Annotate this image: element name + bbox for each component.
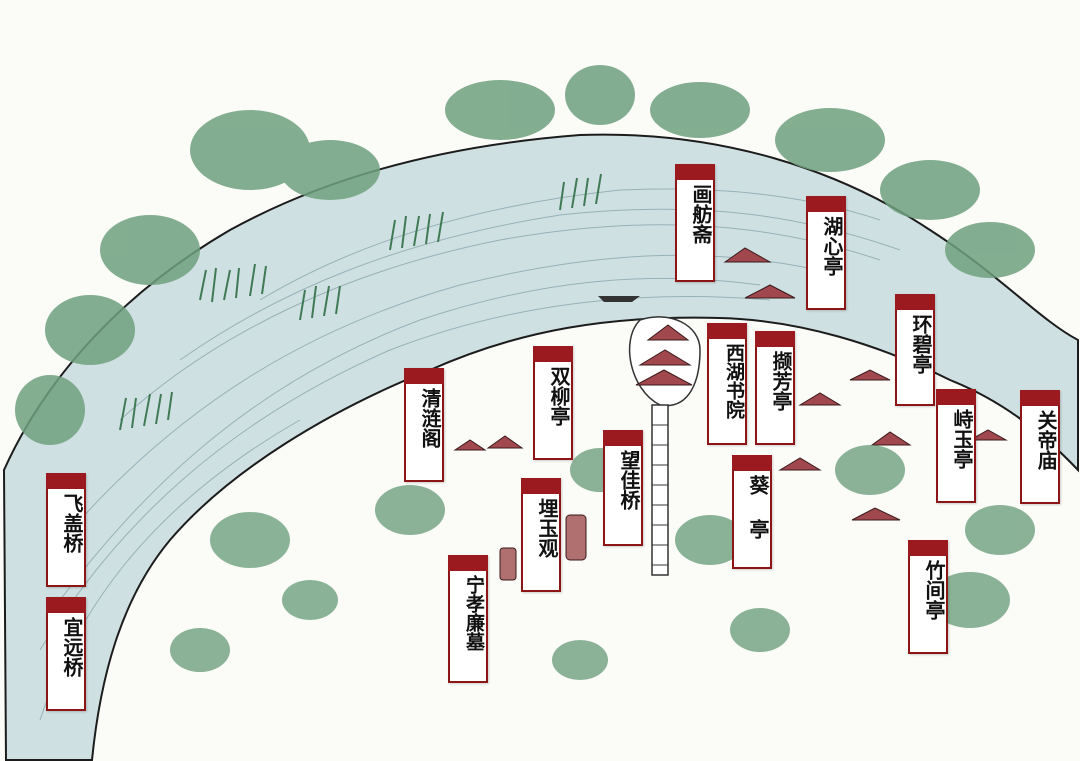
foliage-top <box>15 65 1035 445</box>
label-cap <box>603 430 643 446</box>
label-huafangzhai[interactable]: 画舫斋 <box>675 164 715 282</box>
label-qinglian[interactable]: 清涟阁 <box>404 368 444 482</box>
label-cap <box>404 368 444 384</box>
label-zhiyuting[interactable]: 峙玉亭 <box>936 389 976 503</box>
label-text: 环碧亭 <box>909 314 933 374</box>
label-cap <box>806 196 846 212</box>
label-cap <box>908 540 948 556</box>
label-zhujianting[interactable]: 竹间亭 <box>908 540 948 654</box>
label-cap <box>1020 390 1060 406</box>
label-guandimiao[interactable]: 关帝庙 <box>1020 390 1060 504</box>
label-maiyuguan[interactable]: 埋玉观 <box>521 478 561 592</box>
label-cap <box>46 597 86 613</box>
label-text: 峙玉亭 <box>950 409 974 469</box>
label-shuangliuting[interactable]: 双柳亭 <box>533 346 573 460</box>
bridge-causeway <box>651 404 669 576</box>
label-cap <box>521 478 561 494</box>
water-ripples <box>39 188 901 721</box>
label-cap <box>732 455 772 471</box>
label-text: 双柳亭 <box>547 366 571 426</box>
bridge-planks <box>652 424 668 566</box>
label-text: 葵 亭 <box>746 475 770 539</box>
label-cap <box>533 346 573 362</box>
label-cap <box>755 331 795 347</box>
label-cap <box>895 294 935 310</box>
label-cap <box>707 323 747 339</box>
label-cap <box>448 555 488 571</box>
label-huxinting[interactable]: 湖心亭 <box>806 196 846 310</box>
foliage-bottom <box>170 445 1035 680</box>
label-cap <box>675 164 715 180</box>
label-yiyuanqiao[interactable]: 宜远桥 <box>46 597 86 711</box>
label-feigaiqiao[interactable]: 飞盖桥 <box>46 473 86 587</box>
label-text: 飞盖桥 <box>60 493 84 553</box>
label-text: 西湖书院 <box>723 343 745 419</box>
label-xihushuyuan[interactable]: 西湖书院 <box>707 323 747 445</box>
label-text: 宁孝廉墓 <box>463 575 485 651</box>
tombstones <box>499 514 587 581</box>
reeds <box>119 173 602 431</box>
label-text: 埋玉观 <box>535 498 559 558</box>
label-cap <box>46 473 86 489</box>
label-kuiting[interactable]: 葵 亭 <box>732 455 772 569</box>
label-huanbiting[interactable]: 环碧亭 <box>895 294 935 406</box>
boat <box>598 296 640 302</box>
label-text: 画舫斋 <box>689 184 713 244</box>
label-ningxiaolianmu[interactable]: 宁孝廉墓 <box>448 555 488 683</box>
label-text: 宜远桥 <box>60 617 84 677</box>
label-text: 撷芳亭 <box>769 351 793 411</box>
label-cap <box>936 389 976 405</box>
label-xiefangting[interactable]: 撷芳亭 <box>755 331 795 445</box>
label-text: 望佳桥 <box>617 450 641 510</box>
label-wangjiaqiao[interactable]: 望佳桥 <box>603 430 643 546</box>
label-text: 竹间亭 <box>922 560 946 620</box>
label-text: 关帝庙 <box>1034 410 1058 470</box>
pavilions <box>453 247 1008 521</box>
label-text: 湖心亭 <box>820 216 844 276</box>
label-text: 清涟阁 <box>418 388 442 448</box>
